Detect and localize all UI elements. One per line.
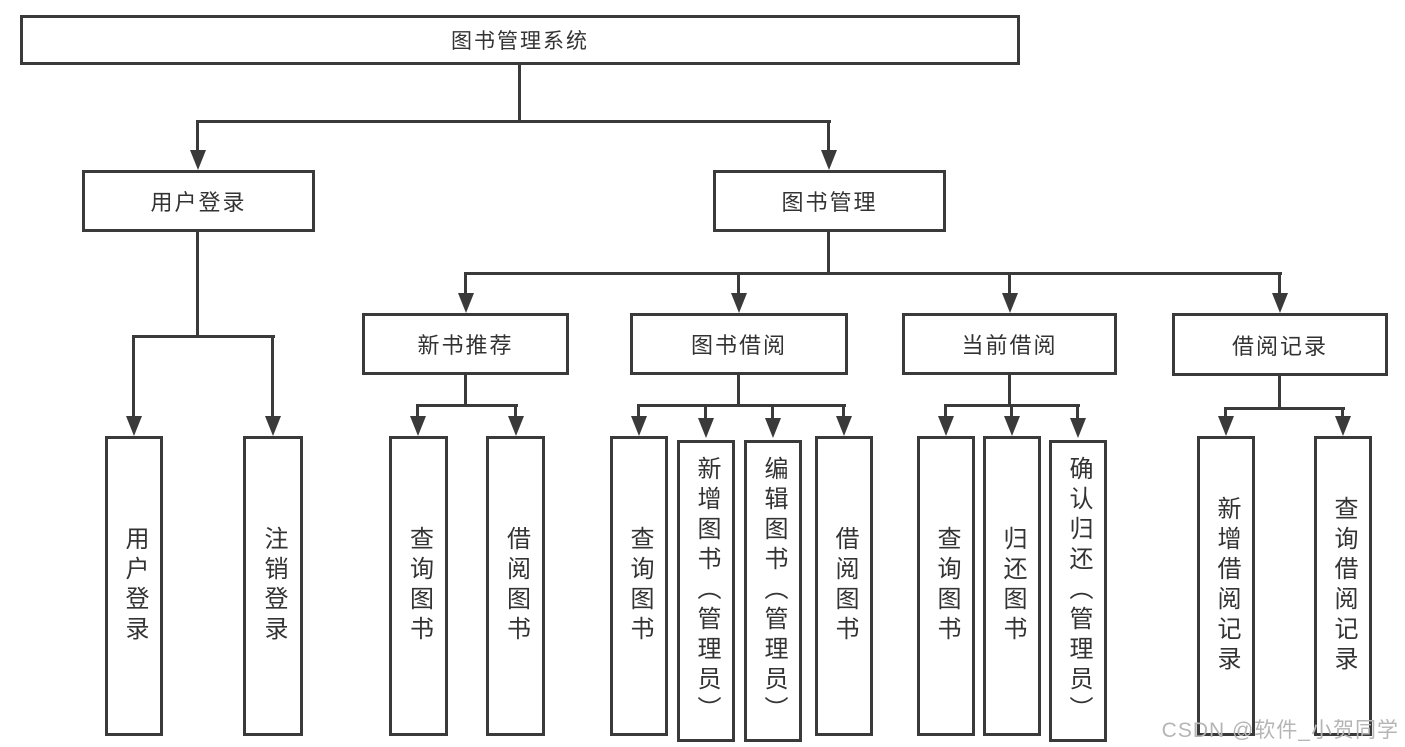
arrow-down-icon bbox=[698, 418, 714, 438]
arrow-down-icon bbox=[631, 416, 647, 436]
arrow-down-icon bbox=[1004, 416, 1020, 436]
node-book-management-label: 图书管理 bbox=[781, 190, 878, 215]
connector-vline bbox=[1278, 272, 1281, 296]
node-current-borrowing-label: 当前借阅 bbox=[961, 333, 1058, 358]
leaf-add-borrow-record-label: 新增借阅记录 bbox=[1213, 496, 1240, 676]
node-root-label: 图书管理系统 bbox=[451, 30, 589, 53]
leaf-add-books-admin: 新增图书（管理员） bbox=[677, 440, 735, 742]
node-book-borrowing: 图书借阅 bbox=[630, 313, 848, 375]
node-borrow-records-label: 借阅记录 bbox=[1231, 333, 1328, 359]
connector-vline bbox=[827, 232, 830, 275]
connector-vline bbox=[637, 404, 640, 419]
leaf-return-books: 归还图书 bbox=[983, 436, 1041, 736]
arrow-down-icon bbox=[410, 416, 426, 436]
connector-vline bbox=[1008, 375, 1011, 407]
node-book-borrowing-label: 图书借阅 bbox=[690, 333, 787, 358]
leaf-recommend-query-books-label: 查询图书 bbox=[405, 526, 433, 646]
leaf-edit-books-admin: 编辑图书（管理员） bbox=[744, 440, 802, 742]
node-root: 图书管理系统 bbox=[20, 15, 1020, 65]
arrow-down-icon bbox=[765, 418, 781, 438]
connector-vline bbox=[196, 232, 199, 338]
connector-hline bbox=[1224, 407, 1345, 410]
connector-vline bbox=[771, 404, 774, 419]
connector-hline bbox=[464, 272, 1282, 275]
arrow-down-icon bbox=[1002, 293, 1018, 313]
leaf-logout: 注销登录 bbox=[243, 436, 303, 736]
connector-hline bbox=[416, 404, 518, 407]
connector-vline bbox=[518, 65, 521, 122]
arrow-down-icon bbox=[1218, 416, 1234, 436]
csdn-watermark: CSDN @软件_小贺同学 bbox=[1161, 719, 1399, 742]
leaf-edit-books-admin-label: 编辑图书（管理员） bbox=[760, 456, 787, 726]
connector-vline bbox=[704, 404, 707, 419]
leaf-add-borrow-record: 新增借阅记录 bbox=[1197, 436, 1255, 736]
arrow-down-icon bbox=[458, 293, 474, 313]
node-current-borrowing: 当前借阅 bbox=[902, 313, 1117, 375]
connector-vline bbox=[416, 404, 419, 419]
leaf-borrowing-query-books-label: 查询图书 bbox=[626, 526, 653, 646]
leaf-user-login: 用户登录 bbox=[105, 436, 163, 736]
leaf-query-borrow-record: 查询借阅记录 bbox=[1314, 436, 1372, 736]
arrow-down-icon bbox=[265, 416, 281, 436]
leaf-borrowing-borrow-books: 借阅图书 bbox=[815, 436, 873, 736]
connector-vline bbox=[271, 335, 274, 419]
node-user-login-label: 用户登录 bbox=[150, 190, 247, 215]
leaf-recommend-borrow-books-label: 借阅图书 bbox=[502, 526, 530, 646]
leaf-borrowing-query-books: 查询图书 bbox=[610, 436, 668, 736]
connector-vline bbox=[827, 120, 830, 153]
leaf-logout-label: 注销登录 bbox=[260, 526, 287, 646]
node-new-book-recommend-label: 新书推荐 bbox=[417, 333, 514, 358]
leaf-return-books-label: 归还图书 bbox=[999, 526, 1026, 646]
node-book-management: 图书管理 bbox=[713, 170, 946, 232]
connector-vline bbox=[1008, 272, 1011, 296]
connector-vline bbox=[842, 404, 845, 419]
connector-vline bbox=[1224, 407, 1227, 420]
leaf-current-query-books: 查询图书 bbox=[917, 436, 975, 736]
arrow-down-icon bbox=[1272, 293, 1288, 313]
arrow-down-icon bbox=[508, 416, 524, 436]
connector-vline bbox=[737, 272, 740, 296]
connector-vline bbox=[944, 404, 947, 419]
arrow-down-icon bbox=[821, 150, 837, 170]
connector-vline bbox=[196, 120, 199, 153]
connector-vline bbox=[1010, 404, 1013, 419]
connector-vline bbox=[1341, 407, 1344, 420]
arrow-down-icon bbox=[731, 293, 747, 313]
connector-vline bbox=[514, 404, 517, 419]
leaf-query-borrow-record-label: 查询借阅记录 bbox=[1330, 496, 1357, 676]
node-new-book-recommend: 新书推荐 bbox=[362, 313, 569, 375]
connector-vline bbox=[132, 335, 135, 419]
connector-vline bbox=[737, 375, 740, 407]
leaf-add-books-admin-label: 新增图书（管理员） bbox=[693, 456, 720, 726]
arrow-down-icon bbox=[190, 150, 206, 170]
arrow-down-icon bbox=[1070, 418, 1086, 438]
arrow-down-icon bbox=[126, 416, 142, 436]
connector-vline bbox=[1278, 376, 1281, 410]
connector-hline bbox=[637, 404, 846, 407]
arrow-down-icon bbox=[938, 416, 954, 436]
leaf-user-login-label: 用户登录 bbox=[121, 526, 148, 646]
leaf-current-query-books-label: 查询图书 bbox=[933, 526, 960, 646]
node-borrow-records: 借阅记录 bbox=[1172, 313, 1388, 376]
connector-vline bbox=[464, 375, 467, 407]
leaf-recommend-query-books: 查询图书 bbox=[389, 436, 448, 736]
leaf-confirm-return-admin: 确认归还（管理员） bbox=[1049, 440, 1107, 742]
connector-vline bbox=[464, 272, 467, 296]
connector-vline bbox=[1076, 404, 1079, 419]
arrow-down-icon bbox=[1335, 416, 1351, 436]
leaf-borrowing-borrow-books-label: 借阅图书 bbox=[831, 526, 858, 646]
connector-hline bbox=[132, 335, 275, 338]
arrow-down-icon bbox=[836, 416, 852, 436]
connector-hline bbox=[196, 120, 831, 123]
leaf-confirm-return-admin-label: 确认归还（管理员） bbox=[1065, 456, 1092, 726]
leaf-recommend-borrow-books: 借阅图书 bbox=[486, 436, 545, 736]
node-user-login: 用户登录 bbox=[82, 170, 315, 232]
